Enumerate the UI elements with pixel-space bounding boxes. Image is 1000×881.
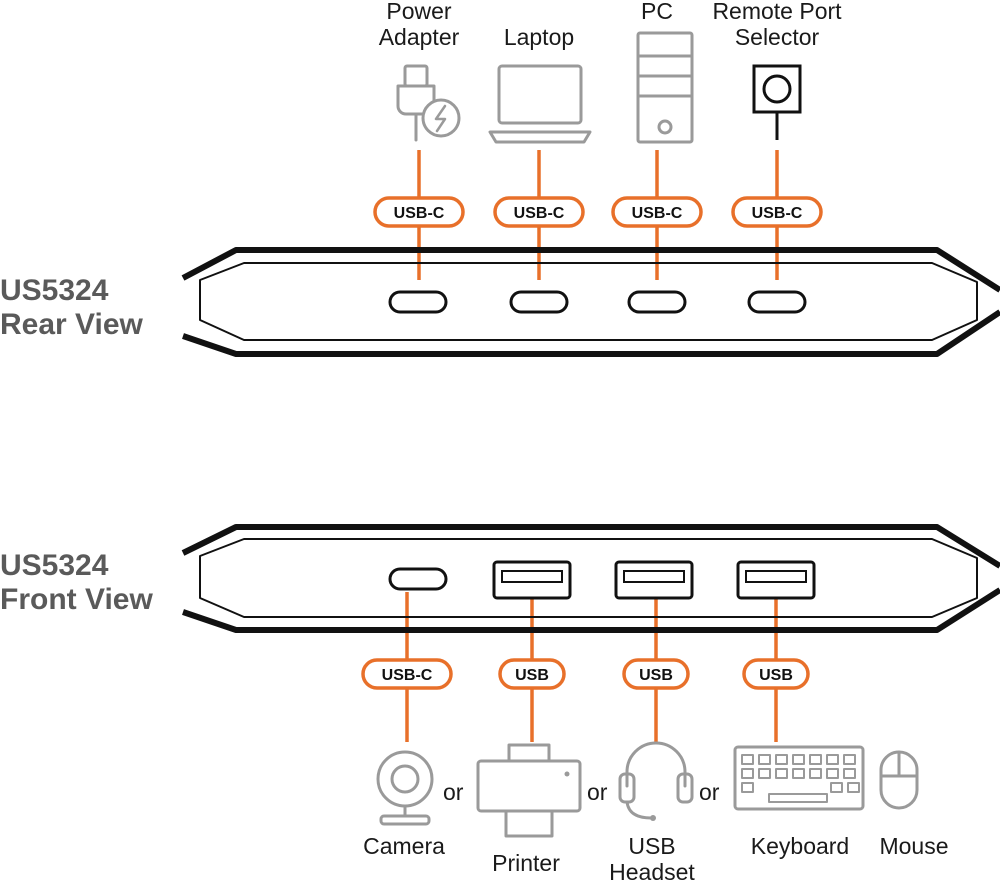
keyboard-keys xyxy=(741,754,860,793)
badge-rear-2: USB-C xyxy=(493,196,585,228)
keyboard-key xyxy=(843,768,856,779)
svg-text:USB-C: USB-C xyxy=(514,205,565,222)
port-front-usb-a-2 xyxy=(614,560,694,600)
badge-rear-3: USB-C xyxy=(611,196,703,228)
keyboard-key xyxy=(843,754,856,765)
badge-front-2: USB xyxy=(498,658,566,690)
keyboard-icon xyxy=(733,745,865,811)
port-front-usb-c xyxy=(388,567,448,591)
svg-text:USB-C: USB-C xyxy=(382,667,433,684)
badge-rear-1: USB-C xyxy=(373,196,465,228)
label-laptop: Laptop xyxy=(504,24,574,50)
laptop-icon xyxy=(488,64,592,144)
svg-text:USB-C: USB-C xyxy=(752,205,803,222)
svg-text:USB: USB xyxy=(515,667,549,684)
svg-text:USB-C: USB-C xyxy=(394,205,445,222)
port-rear-usb-c-2 xyxy=(509,290,569,314)
hub-body-rear xyxy=(181,247,1000,357)
label-keyboard: Keyboard xyxy=(751,833,849,859)
front-view-title-model: US5324 xyxy=(0,549,109,582)
svg-text:USB-C: USB-C xyxy=(632,205,683,222)
port-front-usb-a-1 xyxy=(492,560,572,600)
or-separator-3: or xyxy=(699,779,720,805)
rear-view: US5324 Rear View Power Adapter Laptop PC… xyxy=(0,0,1000,357)
or-separator-1: or xyxy=(443,779,464,805)
front-view-title-view: Front View xyxy=(0,583,153,616)
label-camera: Camera xyxy=(363,833,445,859)
keyboard-key xyxy=(741,768,754,779)
badge-front-1: USB-C xyxy=(361,658,453,690)
remote-port-selector-icon xyxy=(752,64,802,140)
rear-view-title-view: Rear View xyxy=(0,308,144,341)
keyboard-key xyxy=(792,768,805,779)
front-view: US5324 Front View USB-C xyxy=(0,524,1000,881)
port-rear-usb-c-1 xyxy=(388,290,448,314)
keyboard-key xyxy=(826,768,839,779)
badge-front-3: USB xyxy=(622,658,690,690)
or-separator-2: or xyxy=(587,779,608,805)
label-power-line1: Power xyxy=(386,0,452,24)
camera-icon xyxy=(376,750,434,826)
keyboard-key xyxy=(809,768,822,779)
keyboard-key xyxy=(741,782,754,793)
badge-front-4: USB xyxy=(742,658,810,690)
port-rear-usb-c-3 xyxy=(627,290,687,314)
label-printer: Printer xyxy=(492,850,560,876)
keyboard-key xyxy=(826,754,839,765)
svg-text:USB: USB xyxy=(759,667,793,684)
label-headset-line1: USB xyxy=(628,833,675,859)
badge-rear-4: USB-C xyxy=(731,196,823,228)
keyboard-key xyxy=(741,754,754,765)
label-remote-line2: Selector xyxy=(735,24,820,50)
keyboard-key xyxy=(758,754,771,765)
keyboard-key xyxy=(847,782,860,793)
keyboard-key xyxy=(775,754,788,765)
hub-body-front xyxy=(181,524,1000,633)
label-mouse: Mouse xyxy=(879,833,948,859)
keyboard-key xyxy=(792,754,805,765)
keyboard-key xyxy=(809,754,822,765)
printer-icon xyxy=(476,743,582,838)
port-front-usb-a-3 xyxy=(736,560,816,600)
mouse-icon xyxy=(879,750,919,810)
label-power-line2: Adapter xyxy=(379,24,460,50)
rear-view-title-model: US5324 xyxy=(0,274,109,307)
port-rear-usb-c-4 xyxy=(747,290,807,314)
svg-text:USB: USB xyxy=(639,667,673,684)
headset-icon xyxy=(618,741,694,821)
keyboard-key xyxy=(758,768,771,779)
label-pc: PC xyxy=(641,0,673,24)
power-adapter-icon xyxy=(396,64,461,142)
pc-tower-icon xyxy=(636,31,694,144)
label-remote-line1: Remote Port xyxy=(712,0,842,24)
keyboard-key xyxy=(775,768,788,779)
keyboard-key xyxy=(830,782,843,793)
label-headset-line2: Headset xyxy=(609,859,695,881)
